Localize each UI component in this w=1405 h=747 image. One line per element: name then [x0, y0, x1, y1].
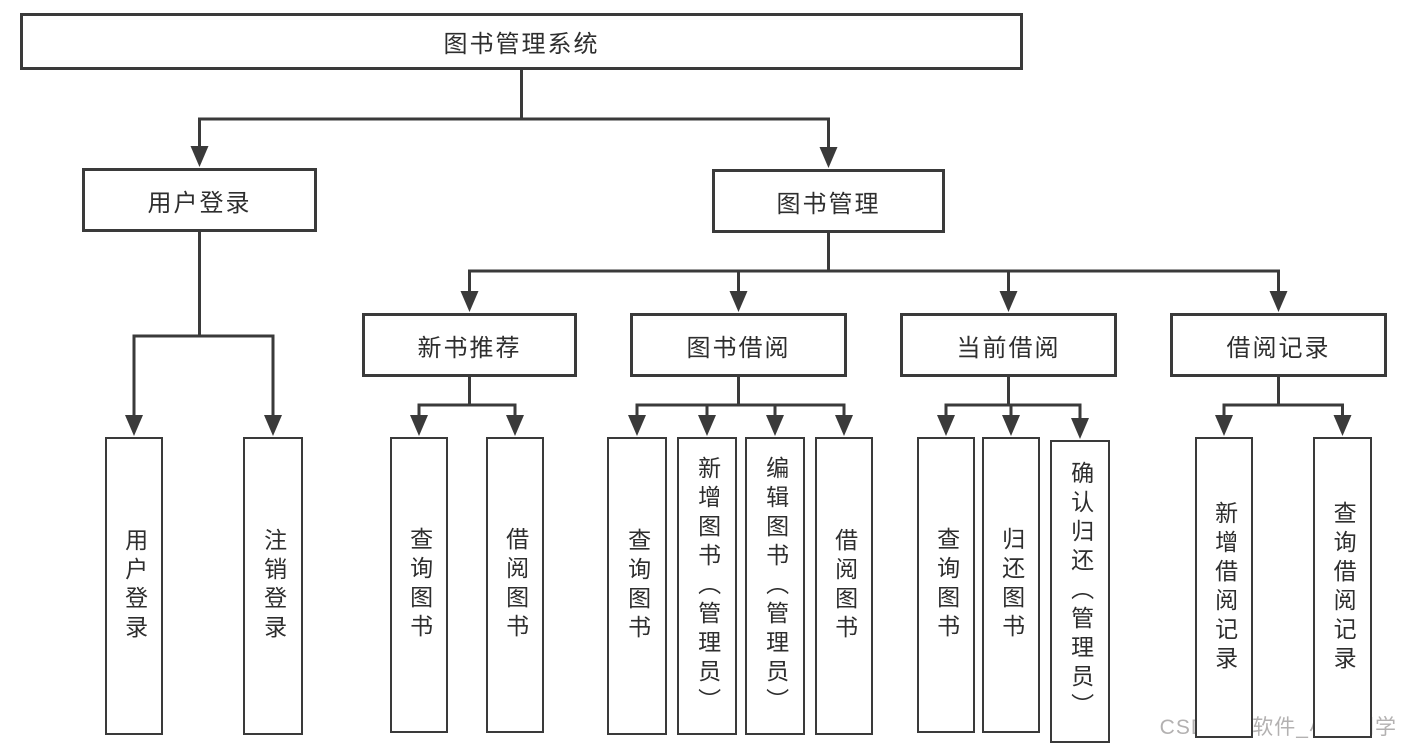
node-book-mgmt: 图书管理 [712, 169, 945, 233]
node-label: 用户登录 [121, 528, 148, 644]
node-leaf-nb-borrow: 借阅图书 [486, 437, 544, 733]
node-label: 借阅图书 [502, 527, 529, 643]
node-leaf-bb-add: 新增图书（管理员） [677, 437, 737, 735]
node-label: 借阅记录 [1226, 334, 1331, 362]
node-label: 新增借阅记录 [1211, 500, 1238, 675]
node-label: 确认归还（管理员） [1067, 461, 1094, 722]
node-label: 归还图书 [998, 527, 1025, 643]
node-label: 编辑图书（管理员） [762, 455, 789, 717]
node-label: 新增图书（管理员） [694, 455, 721, 717]
node-label: 图书管理系统 [443, 31, 600, 58]
node-label: 当前借阅 [956, 334, 1061, 362]
node-label: 查询图书 [933, 527, 960, 643]
node-current-borrow: 当前借阅 [900, 313, 1117, 377]
node-label: 查询图书 [624, 528, 651, 644]
node-label: 新书推荐 [417, 334, 522, 362]
node-leaf-br-query: 查询借阅记录 [1313, 437, 1372, 738]
node-user-login: 用户登录 [82, 168, 317, 232]
node-book-borrow: 图书借阅 [630, 313, 847, 377]
node-label: 借阅图书 [831, 528, 858, 644]
node-leaf-bb-edit: 编辑图书（管理员） [745, 437, 805, 735]
node-leaf-user-login: 用户登录 [105, 437, 163, 735]
node-label: 图书借阅 [686, 334, 791, 362]
node-leaf-bb-borrow: 借阅图书 [815, 437, 873, 735]
node-leaf-cb-confirm: 确认归还（管理员） [1050, 440, 1110, 743]
node-label: 注销登录 [260, 528, 287, 644]
node-root: 图书管理系统 [20, 13, 1023, 70]
node-borrow-record: 借阅记录 [1170, 313, 1387, 377]
node-leaf-logout: 注销登录 [243, 437, 303, 735]
node-leaf-br-add: 新增借阅记录 [1195, 437, 1253, 738]
node-leaf-cb-query: 查询图书 [917, 437, 975, 733]
node-leaf-bb-query: 查询图书 [607, 437, 667, 735]
node-label: 查询借阅记录 [1330, 500, 1357, 675]
node-leaf-nb-query: 查询图书 [390, 437, 448, 733]
node-leaf-cb-return: 归还图书 [982, 437, 1040, 733]
node-label: 图书管理 [776, 190, 881, 218]
node-new-book: 新书推荐 [362, 313, 577, 377]
node-label: 查询图书 [406, 527, 433, 643]
node-label: 用户登录 [147, 189, 252, 217]
